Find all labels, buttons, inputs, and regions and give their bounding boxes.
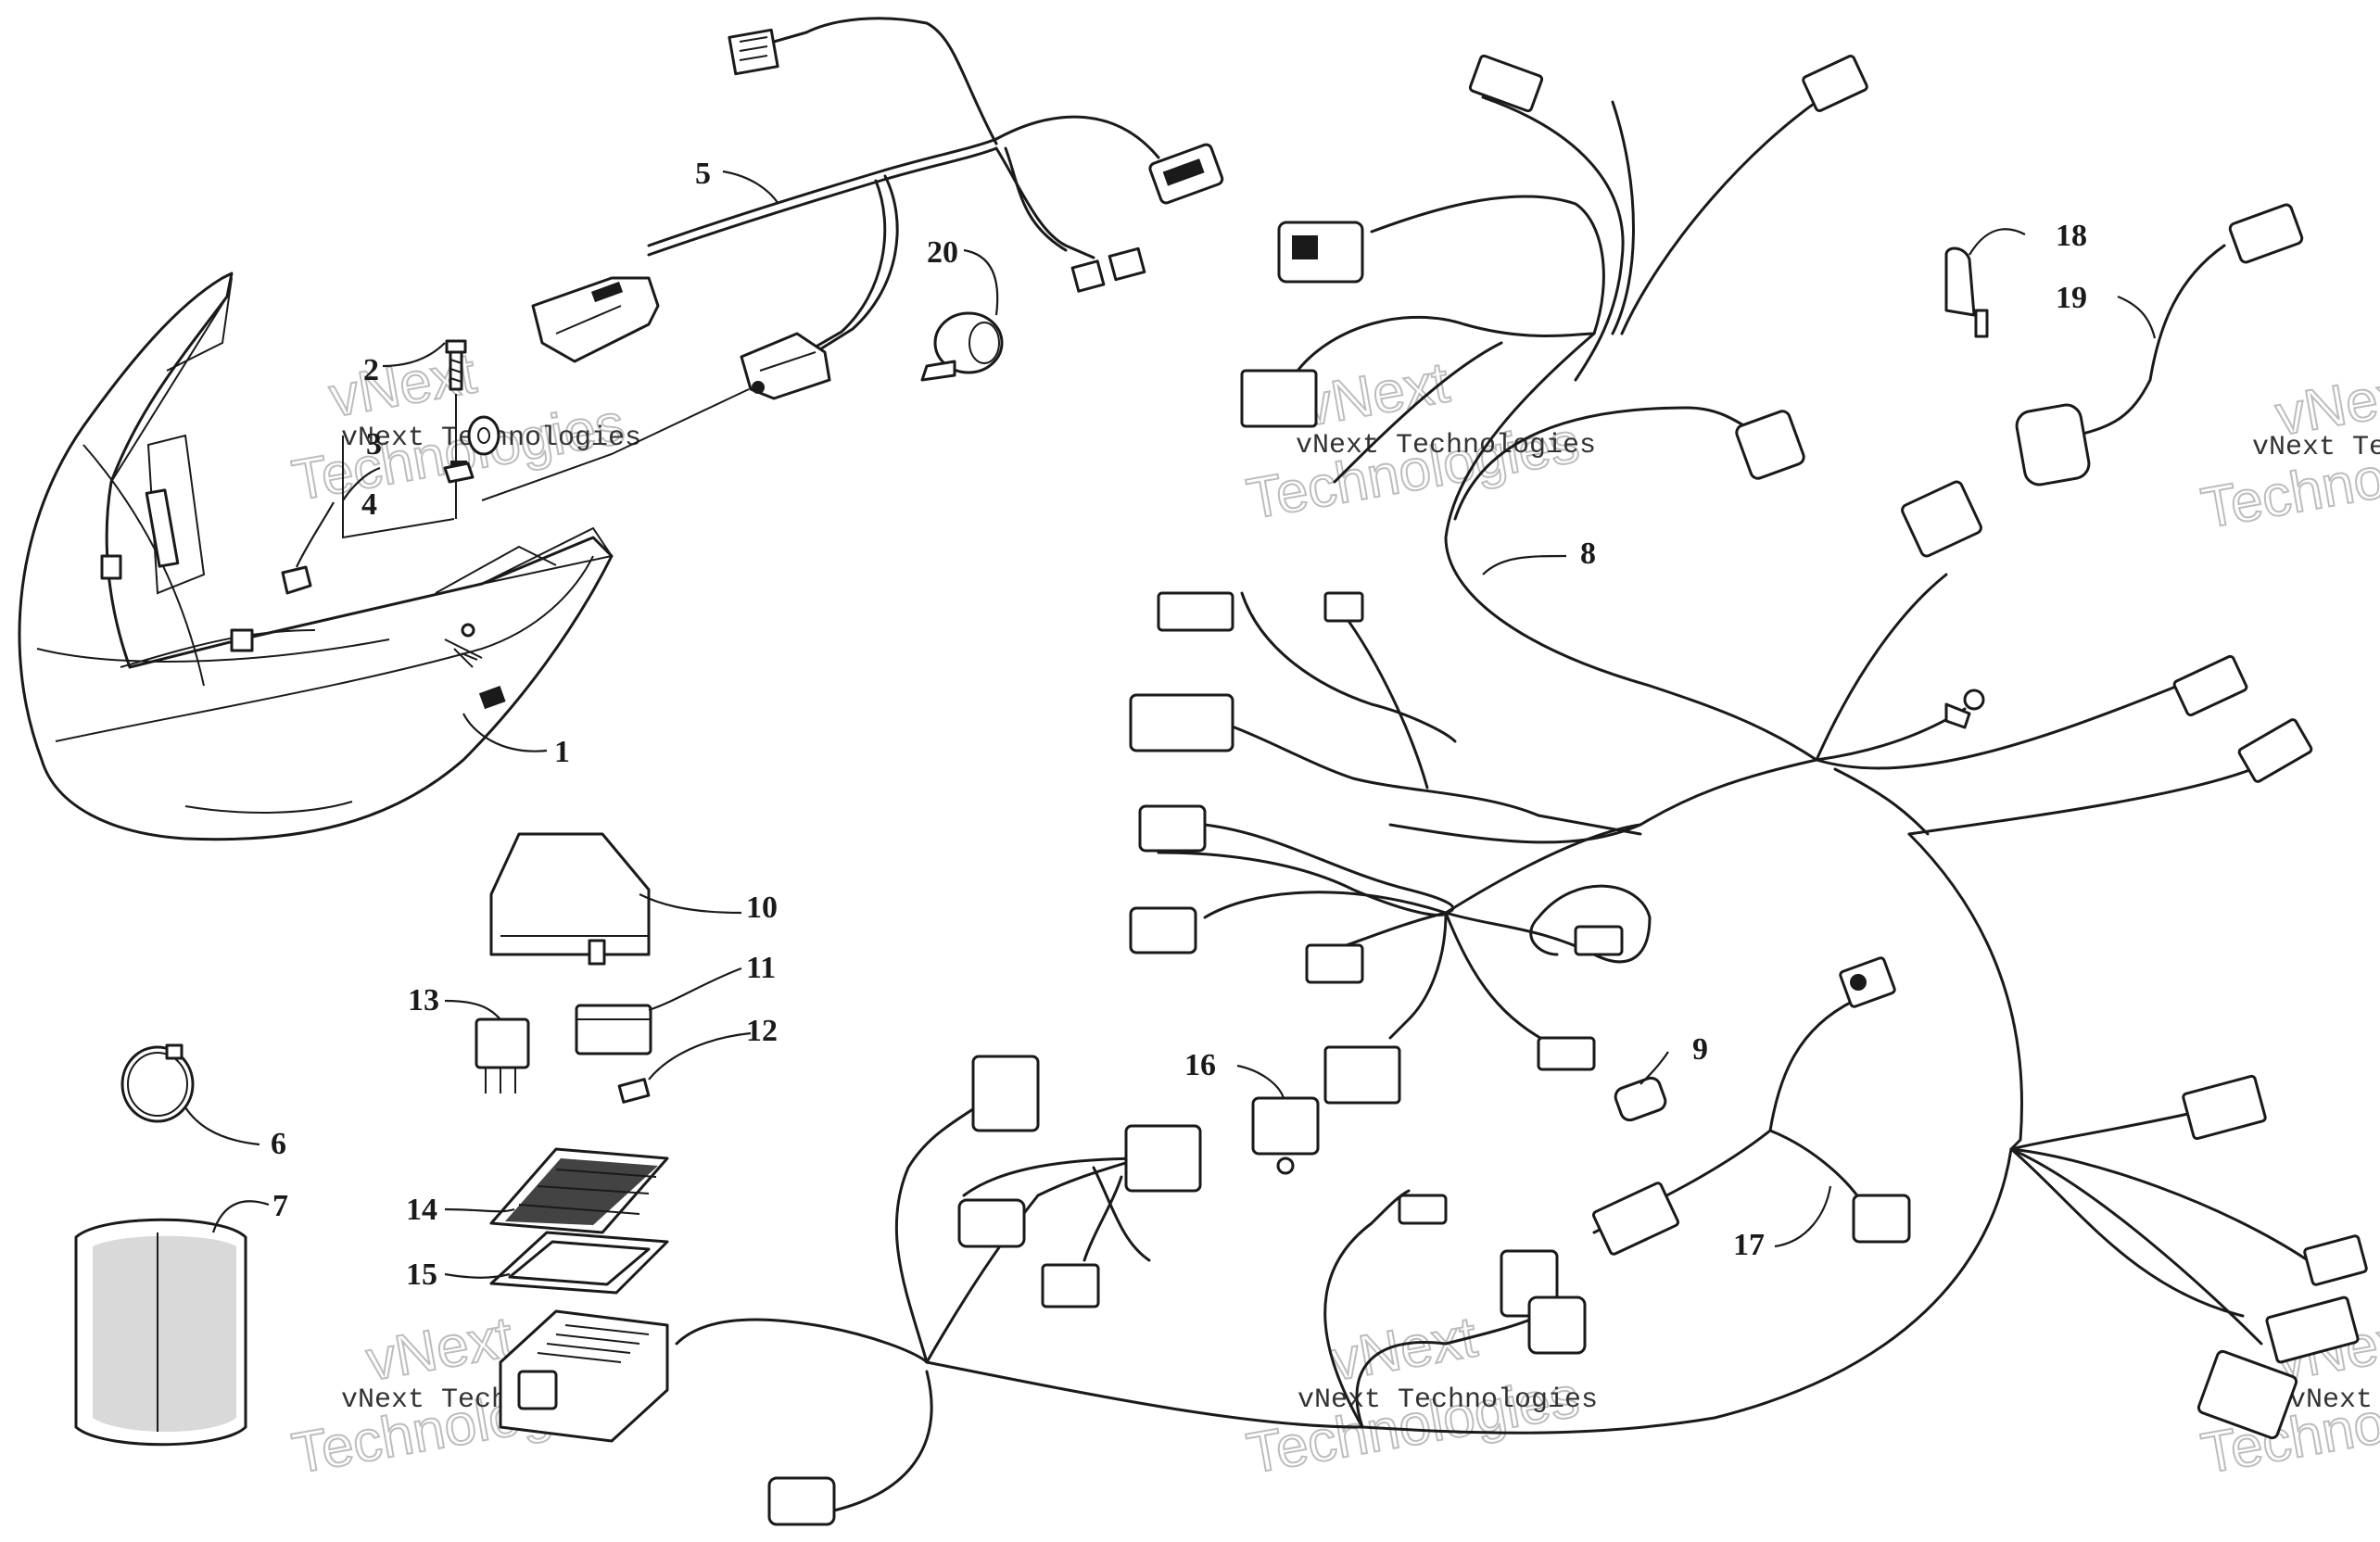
callout-9: 9	[1692, 1032, 1708, 1067]
callout-20: 20	[927, 235, 958, 270]
connector-8o	[1574, 925, 1624, 956]
connector-8c	[1277, 221, 1364, 284]
fuse-label-part-14	[489, 1147, 669, 1234]
connector-ll-b	[1124, 1124, 1202, 1193]
callout-17: 17	[1733, 1228, 1765, 1262]
connector-8r	[2182, 1074, 2267, 1141]
band-clamp-part-6	[120, 1043, 195, 1123]
connector-8a	[1468, 54, 1544, 113]
callout-16: 16	[1184, 1048, 1216, 1082]
callout-15: 15	[406, 1258, 437, 1292]
connector-ll-d	[1041, 1263, 1100, 1308]
callout-2: 2	[363, 353, 379, 387]
callout-5: 5	[695, 157, 711, 191]
grommet-part-3	[467, 415, 500, 456]
fuse-box-base	[499, 1309, 669, 1443]
svg-text:vNext Technologies: vNext Technologies	[2289, 1384, 2380, 1416]
tie-strap-part-18	[1944, 246, 1989, 338]
svg-text:vNext: vNext	[1298, 350, 1453, 438]
connector-8t	[2265, 1296, 2360, 1364]
svg-text:Technologies: Technologies	[1242, 1365, 1583, 1486]
fuse-box-cover-part-10	[489, 832, 651, 966]
ring-terminal-8-eye	[1963, 689, 1985, 711]
relay-part-11	[575, 1004, 652, 1055]
callout-1: 1	[554, 735, 570, 769]
fuse-part-12	[617, 1078, 651, 1104]
connector-5b	[1148, 143, 1224, 205]
watermark-1: vNext Technologies vNext Technologies	[286, 340, 641, 513]
clip-part-4	[281, 461, 475, 595]
connector-8i	[1157, 591, 1234, 632]
connector-8h	[2237, 718, 2313, 783]
connector-8b	[1802, 55, 1868, 112]
callout-10: 10	[746, 891, 778, 925]
harness-part-19	[2015, 203, 2304, 487]
connector-8g	[2172, 654, 2248, 717]
connector-part-16	[1251, 1096, 1320, 1175]
connector-5c	[1070, 246, 1146, 293]
protective-sleeve-part-7	[74, 1218, 247, 1447]
callout-3: 3	[366, 427, 382, 461]
callout-18: 18	[2056, 219, 2087, 253]
leader-lines	[184, 170, 2157, 1279]
connector-5a	[728, 28, 779, 76]
headlight-housing-part-1	[18, 272, 614, 841]
screw-part-2	[445, 339, 467, 519]
watermark-3: vNext Technologies vNext Technologies	[2196, 359, 2380, 541]
connector-8f	[1901, 480, 1982, 558]
connector-8p	[1323, 1045, 1401, 1105]
connector-8m	[1129, 906, 1197, 954]
connector-8l	[1138, 804, 1207, 853]
ring-terminal-8	[1944, 702, 1971, 729]
callout-7: 7	[272, 1189, 288, 1223]
connector-8k	[1129, 693, 1234, 752]
connector-ll-c	[957, 1198, 1026, 1248]
gasket-part-15	[489, 1231, 669, 1295]
sensor-harness-part-17	[1591, 956, 1911, 1256]
svg-text:Technologies: Technologies	[1242, 411, 1583, 532]
svg-text:vNext Technologies: vNext Technologies	[1296, 430, 1596, 461]
connector-ll-a	[971, 1055, 1040, 1132]
callout-11: 11	[746, 951, 776, 985]
connector-5e	[740, 332, 831, 400]
connectors-main-harness	[1129, 54, 2368, 1440]
connector-8n	[1305, 943, 1364, 984]
connector-5d	[531, 276, 660, 363]
connector-8s	[2303, 1234, 2368, 1286]
connector-ll-h	[1527, 1296, 1587, 1355]
headlight-harness-part-5	[481, 17, 1224, 501]
connector-ll-e	[767, 1476, 836, 1526]
callout-8: 8	[1580, 537, 1596, 571]
callout-4: 4	[361, 487, 377, 522]
horn-part-20	[920, 311, 1004, 382]
svg-text:vNext Technologies: vNext Technologies	[2252, 432, 2380, 463]
callout-12: 12	[746, 1014, 778, 1048]
callout-13: 13	[408, 983, 439, 1017]
connector-8u	[2196, 1349, 2298, 1440]
main-harness-part-8	[675, 82, 2310, 1512]
connector-8j	[1323, 591, 1364, 623]
callout-14: 14	[406, 1193, 437, 1227]
callout-6: 6	[271, 1127, 286, 1161]
connector-ll-f	[1398, 1194, 1448, 1225]
connector-8q	[1537, 1036, 1596, 1071]
relay-part-13	[475, 1017, 530, 1093]
connector-8e	[1735, 410, 1805, 480]
svg-text:vNext: vNext	[1325, 1305, 1481, 1393]
connector-8d	[1240, 369, 1318, 428]
svg-text:vNext: vNext	[361, 1305, 517, 1393]
connector-part-9	[1614, 1076, 1667, 1122]
connectors-lower-left	[767, 1055, 1587, 1526]
callout-19: 19	[2056, 281, 2087, 315]
connector-8c-face	[1292, 235, 1318, 259]
callout-labels: 1 2 3 4 5 6 7 8 9 10 11 12 13 14 15 16 1…	[271, 157, 2087, 1292]
